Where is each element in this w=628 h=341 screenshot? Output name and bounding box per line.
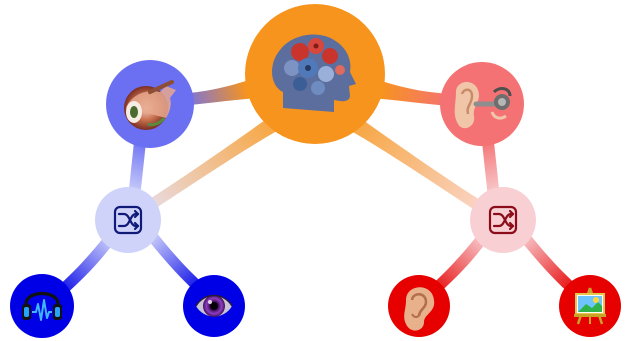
left-upper-node: [106, 60, 194, 148]
left-mid-node: [95, 187, 161, 253]
easel-painting-icon: [574, 288, 606, 324]
right-mid-node: [470, 187, 536, 253]
left-leaf-2-node: [183, 275, 245, 337]
right-mid-node-circle: [470, 187, 536, 253]
center-node: [245, 4, 385, 144]
left-leaf-1-node: [10, 274, 74, 338]
right-leaf-2-node: [559, 275, 621, 337]
left-mid-node-circle: [95, 187, 161, 253]
right-leaf-1-node: [388, 275, 450, 337]
left-leaf-1-node-circle: [10, 274, 74, 338]
right-upper-node: [440, 62, 524, 146]
